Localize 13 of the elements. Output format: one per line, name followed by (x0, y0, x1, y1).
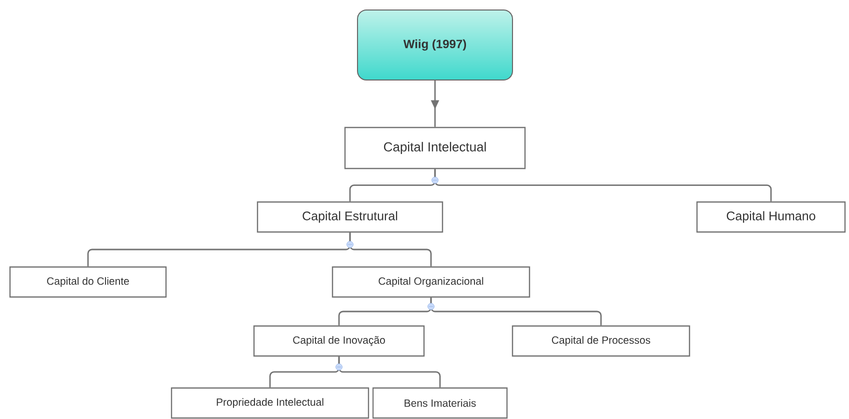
topic-box: Capital de Processos (512, 325, 690, 357)
topic-box: Capital Estrutural (256, 201, 444, 233)
topic-box: Capital Humano (696, 201, 846, 233)
connector-line (434, 169, 772, 202)
topic-box: Propriedade Intelectual (170, 387, 370, 419)
topic-box: Capital Organizacional (332, 266, 530, 298)
connector-line (338, 356, 441, 388)
topic-box: Capital de Inovação (253, 325, 425, 357)
topic-box: Capital Intelectual (344, 126, 526, 170)
topic-box: Bens Imateriais (372, 387, 508, 419)
root-topic-box: Wiig (1997) (357, 10, 513, 80)
topic-box: Capital do Cliente (9, 266, 167, 298)
connector-line (349, 232, 432, 266)
